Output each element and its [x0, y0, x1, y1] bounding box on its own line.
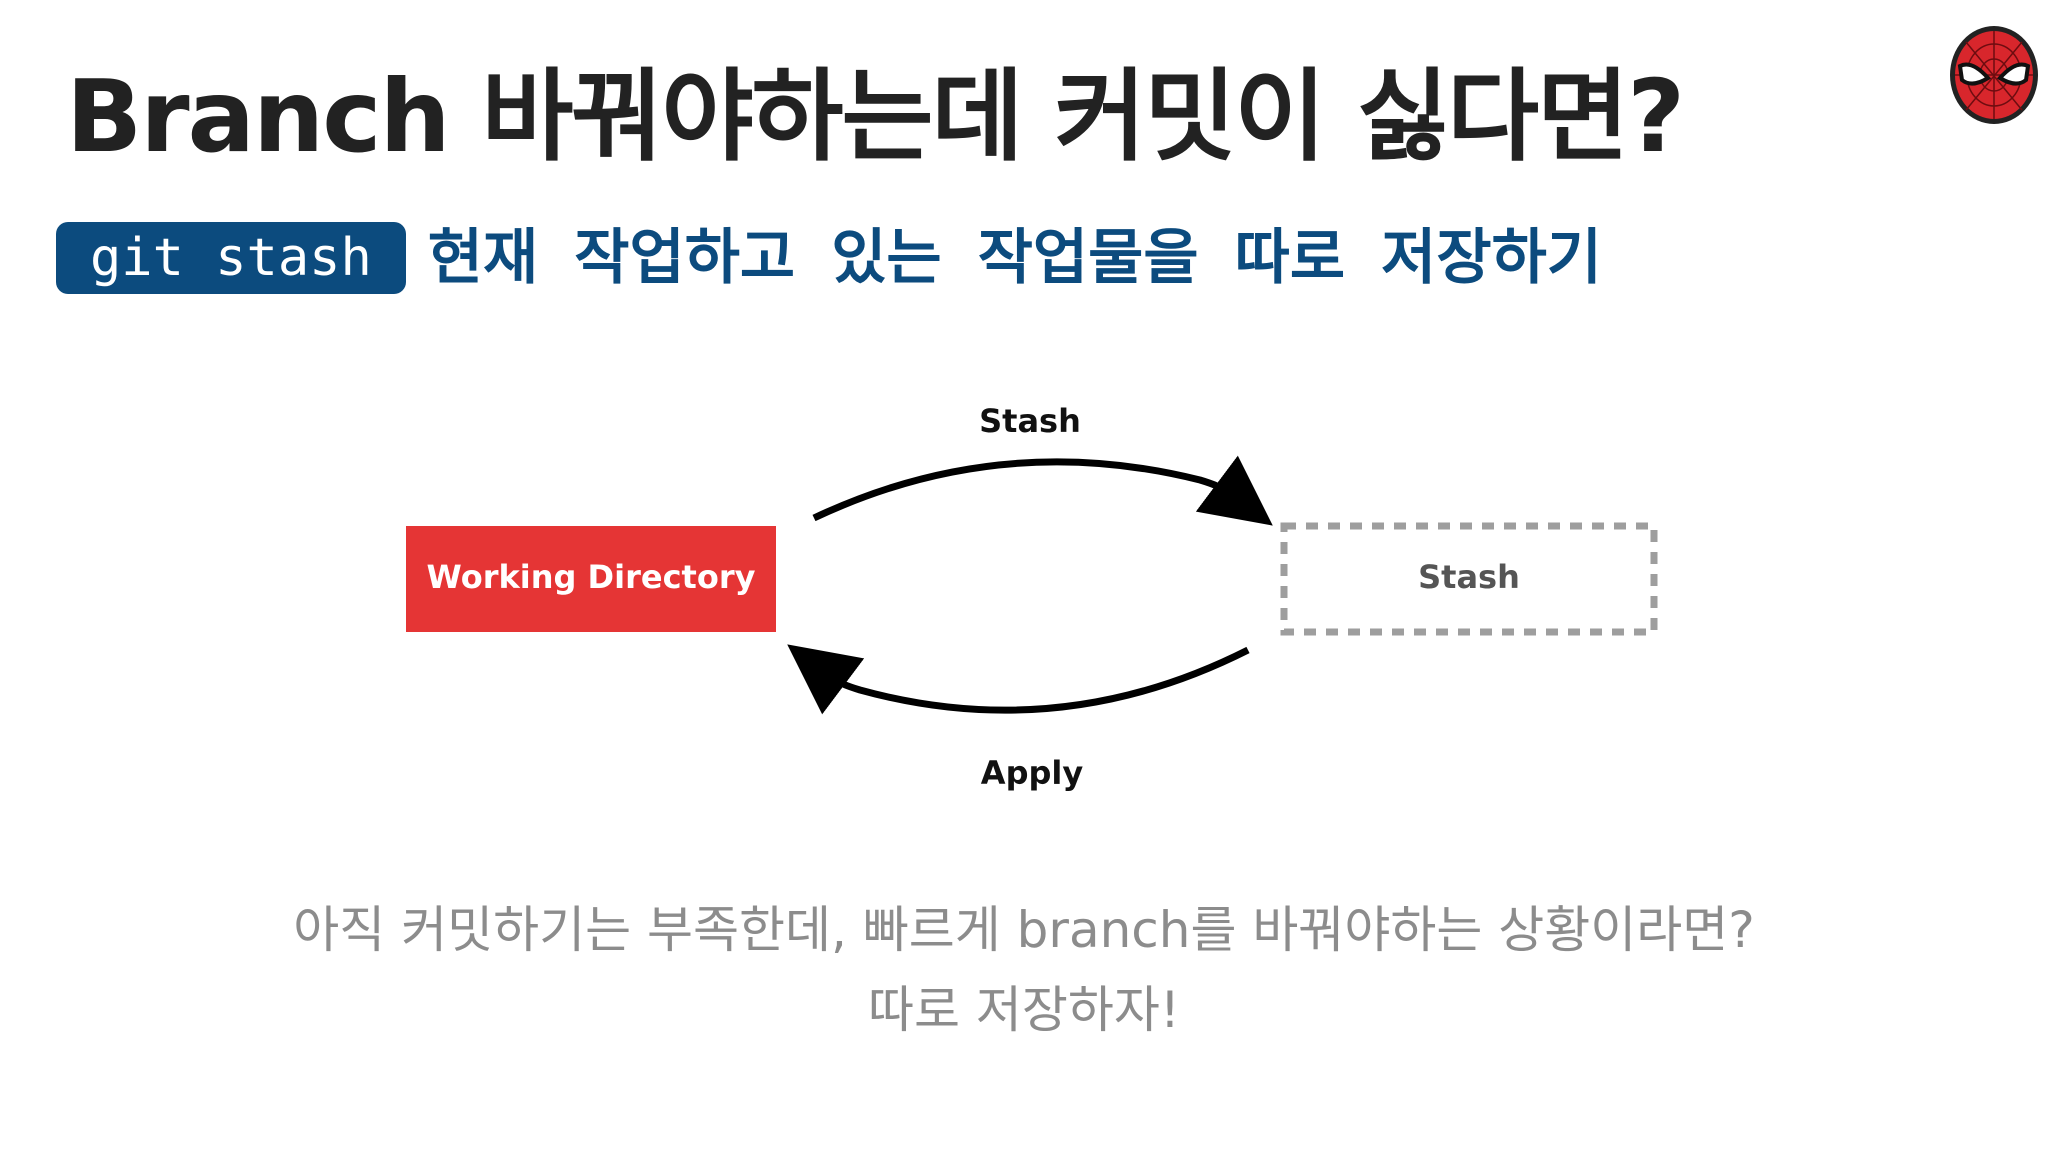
stash-arrow-label: Stash	[979, 402, 1081, 440]
caption-line-1: 아직 커밋하기는 부족한데, 빠르게 branch를 바꿔야하는 상황이라면?	[293, 901, 1755, 959]
caption: 아직 커밋하기는 부족한데, 빠르게 branch를 바꿔야하는 상황이라면? …	[0, 890, 2048, 1050]
stash-box-label: Stash	[1418, 558, 1520, 596]
working-directory-label: Working Directory	[427, 558, 756, 596]
apply-arrow-label: Apply	[981, 754, 1084, 792]
page-title: Branch 바꿔야하는데 커밋이 싫다면?	[66, 58, 1685, 175]
subtitle: git stash 현재 작업하고 있는 작업물을 따로 저장하기	[56, 222, 1602, 294]
stash-box	[1280, 522, 1658, 636]
spiderman-mask-icon	[1950, 26, 2038, 124]
command-description: 현재 작업하고 있는 작업물을 따로 저장하기	[427, 223, 1602, 293]
working-directory-box	[406, 526, 776, 632]
stash-arrow	[812, 455, 1273, 526]
caption-line-2: 따로 저장하자!	[868, 981, 1180, 1039]
apply-arrow	[787, 644, 1250, 715]
command-badge: git stash	[56, 222, 406, 294]
